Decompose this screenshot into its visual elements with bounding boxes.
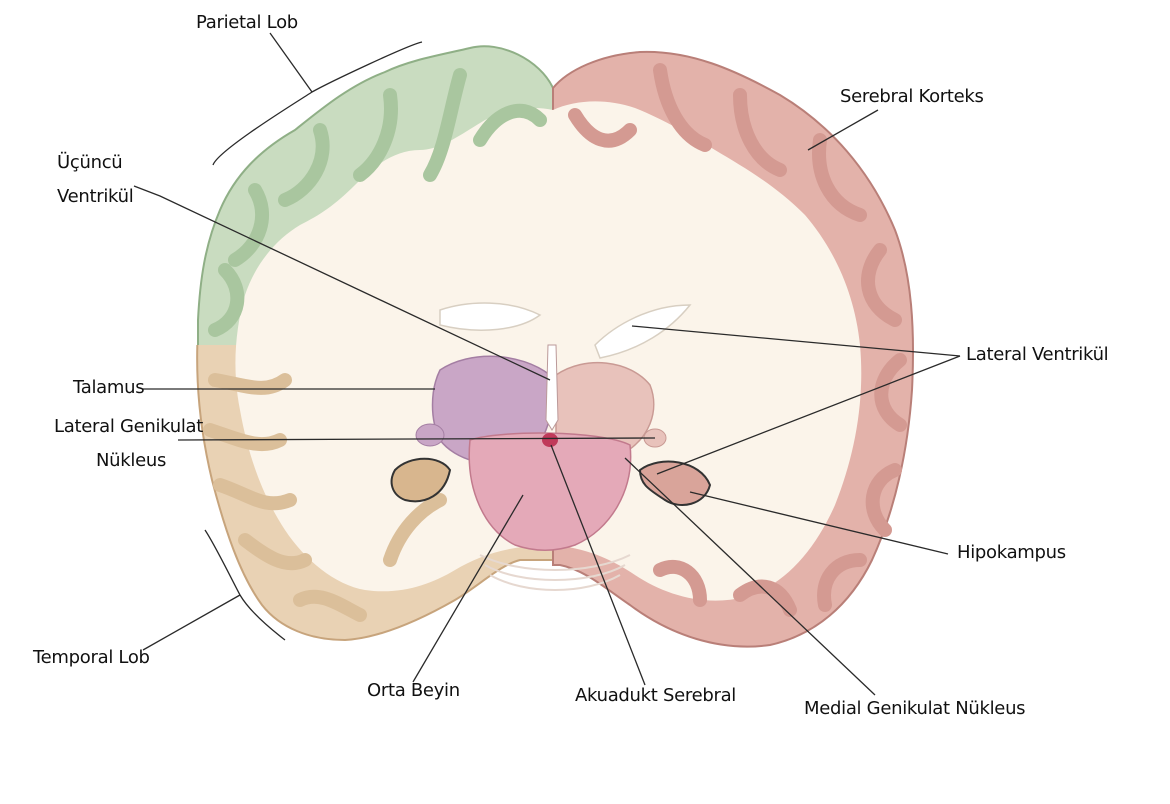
lateral-ventrikul-leader-2 (656, 355, 961, 475)
pons-striations (479, 554, 631, 591)
temporal-lob-bracket (204, 529, 286, 641)
hipokampus-label: Hipokampus (957, 542, 1066, 563)
ucuncu-ventrikul-label-line1: Üçüncü (57, 152, 123, 173)
parietal-lob-leader (269, 32, 313, 93)
temporal-lob-label: Temporal Lob (33, 647, 150, 668)
left-lateral-ventricle (439, 302, 542, 331)
brain-section (196, 45, 915, 648)
ucuncu-ventrikul-label-line2: Ventrikül (57, 186, 134, 207)
right-gyri-folds (568, 63, 907, 617)
temporal-lob-leader (142, 594, 241, 651)
lateral-genikulat-leader (177, 437, 656, 441)
left-gyri-folds (208, 68, 547, 337)
lateral-genikulat-label-line1: Lateral Genikulat (54, 416, 204, 437)
parietal-lob-bracket (212, 41, 423, 166)
lateral-ventrikul-leader-1 (631, 325, 961, 357)
serebral-korteks-leader (807, 109, 879, 151)
medial-genikulat-leader (624, 457, 876, 696)
right-white-matter (553, 101, 862, 601)
akuadukt-serebral-leader (550, 444, 646, 686)
third-ventricle (545, 344, 559, 431)
ucuncu-ventrikul-leader (133, 185, 551, 381)
lateral-geniculate-nucleus (415, 423, 445, 447)
cerebral-aqueduct (542, 433, 558, 447)
hipokampus-leader (689, 491, 949, 555)
akuadukt-serebral-label: Akuadukt Serebral (575, 685, 736, 706)
serebral-korteks-label: Serebral Korteks (840, 86, 984, 107)
lateral-genikulat-label-line2: Nükleus (96, 450, 167, 471)
talamus-label: Talamus (73, 377, 145, 398)
right-lateral-ventricle (594, 304, 692, 359)
parietal-lob-label: Parietal Lob (196, 12, 298, 33)
left-temporal-folds (203, 373, 447, 622)
medial-genikulat-label: Medial Genikulat Nükleus (804, 698, 1026, 719)
orta-beyin-leader (412, 494, 524, 683)
orta-beyin-label: Orta Beyin (367, 680, 460, 701)
lateral-ventrikul-label: Lateral Ventrikül (966, 344, 1109, 365)
right-hippocampus (638, 460, 712, 506)
left-hippocampus (390, 457, 452, 503)
